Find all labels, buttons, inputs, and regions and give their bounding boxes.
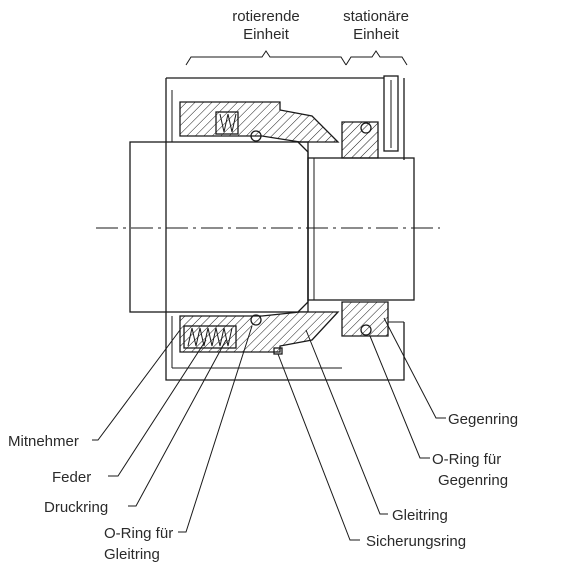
leader-gleitring [305, 329, 388, 515]
shaft-small [307, 157, 415, 301]
upper-oring-gleitring [250, 130, 262, 142]
label-druckring: Druckring [44, 499, 108, 516]
header-rotating-line1: rotierende [232, 8, 300, 25]
label-oring-gleitring-line2: Gleitring [104, 546, 160, 563]
stationary-unit-brace [345, 50, 408, 66]
header-rotating-line2: Einheit [243, 26, 290, 43]
leader-feder [108, 339, 207, 477]
label-feder: Feder [52, 469, 91, 486]
label-mitnehmer: Mitnehmer [8, 433, 79, 450]
upper-oring-gegenring [360, 122, 372, 134]
lower-spring [187, 327, 233, 347]
shaft-large [129, 141, 309, 313]
upper-driver [179, 101, 340, 143]
leader-druckring [128, 339, 227, 507]
label-gegenring: Gegenring [448, 411, 518, 428]
lower-counter-ring [341, 301, 389, 337]
upper-spring [219, 113, 237, 133]
upper-spring-pocket [215, 111, 239, 135]
rotating-unit-brace [185, 50, 347, 66]
label-oring-gegenring-line1: O-Ring für [432, 451, 501, 468]
leader-gegenring [383, 317, 446, 419]
header-stationary-line1: stationäre [343, 8, 409, 25]
lower-oring-gegenring [360, 324, 372, 336]
label-sicherungsring: Sicherungsring [366, 533, 466, 550]
lower-spring-pocket [183, 325, 237, 349]
label-oring-gleitring-line1: O-Ring für [104, 525, 173, 542]
housing-outline [165, 77, 405, 381]
leader-mitnehmer [92, 329, 181, 441]
leader-oring-gegenring [369, 335, 430, 459]
lower-oring-gleitring [250, 314, 262, 326]
leader-oring-gleitring [178, 325, 253, 533]
label-gleitring: Gleitring [392, 507, 448, 524]
stationary-plate [383, 75, 399, 152]
label-oring-gegenring-line2: Gegenring [438, 472, 508, 489]
shaft-step [297, 141, 309, 313]
leader-sicherungsring [277, 353, 360, 541]
upper-counter-ring [341, 121, 379, 159]
header-stationary-line2: Einheit [353, 26, 400, 43]
